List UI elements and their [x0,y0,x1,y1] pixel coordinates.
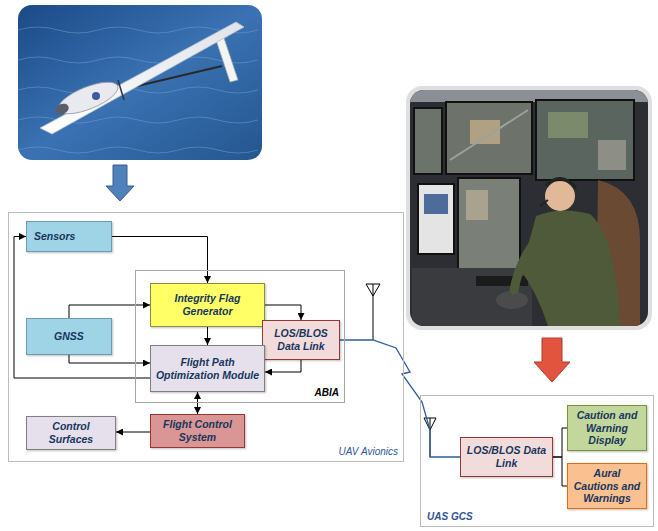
connector-arrow [116,432,150,433]
abia-group: ABIA Integrity Flag GeneratorLOS/BLOS Dat… [135,270,345,403]
box-label: LOS/BLOS Data Link [465,444,548,469]
box-label: Flight Control System [155,418,240,443]
group-label: ABIA [315,387,339,399]
avionics-group: UAV Avionics SensorsABIA Integrity Flag Ge… [8,212,404,462]
headset [546,178,576,188]
connector-arrow [69,355,150,363]
nose [54,102,71,117]
tail-plane [216,38,238,82]
microphone [540,200,548,206]
operator-body [520,210,620,326]
operator-head [545,181,575,211]
monitor [418,184,454,254]
process-box: Flight Control System [150,414,245,448]
wireless-link [340,340,460,457]
connector-arrow [197,392,198,414]
connector-arrow [69,305,150,318]
map-road [450,110,528,160]
actuator-box: Control Surfaces [26,416,116,450]
connector-arrow [14,237,150,379]
sensor-box: Sensors [26,221,112,252]
block-arrow [106,165,134,201]
gcs-group: UAS GCS LOS/BLOS Data Link Caution and War… [420,395,654,527]
connector-arrow [553,457,567,486]
fuselage [54,76,122,120]
box-label: Caution and Warning Display [572,409,642,447]
monitor [536,100,634,180]
box-label: Control Surfaces [31,420,111,445]
box-label: Flight Path Optimization Module [155,356,260,381]
box-label: Sensors [34,230,75,243]
gcs-photo [410,90,648,326]
sea [18,5,262,160]
connector-arrow [553,428,567,457]
datalink-box: LOS/BLOS Data Link [460,437,553,477]
antenna-symbol [366,284,380,340]
sensor-box: GNSS [26,318,112,355]
block-arrow [534,338,570,382]
connector-arrow [207,327,208,345]
propeller [118,80,124,100]
monitor [458,178,520,270]
waves [18,27,258,153]
box-label: Aural Cautions and Warnings [572,467,642,505]
process-box: Integrity Flag Generator [150,283,265,327]
map-patch [548,112,588,138]
map-patch [466,190,488,220]
box-label: LOS/BLOS Data Link [267,327,335,352]
datalink-box: LOS/BLOS Data Link [262,320,340,360]
group-label: UAV Avionics [339,446,398,458]
monitor [446,102,532,174]
alert-box: Aural Cautions and Warnings [567,463,647,509]
box-label: GNSS [54,330,84,343]
connector-arrow [265,305,301,320]
operator-arm [514,236,540,290]
wing [40,22,244,134]
process-box: Flight Path Optimization Module [150,345,265,392]
connector-arrow [112,237,208,284]
monitor [414,108,442,174]
map-patch [598,140,626,170]
screen-panel [424,194,448,214]
logo [92,92,100,100]
photo-shadow [406,86,652,330]
connector-arrow [265,360,301,372]
group-label: UAS GCS [427,511,473,523]
uav-photo [18,5,262,160]
box-label: Integrity Flag Generator [155,292,260,317]
display-box: Caution and Warning Display [567,405,647,451]
